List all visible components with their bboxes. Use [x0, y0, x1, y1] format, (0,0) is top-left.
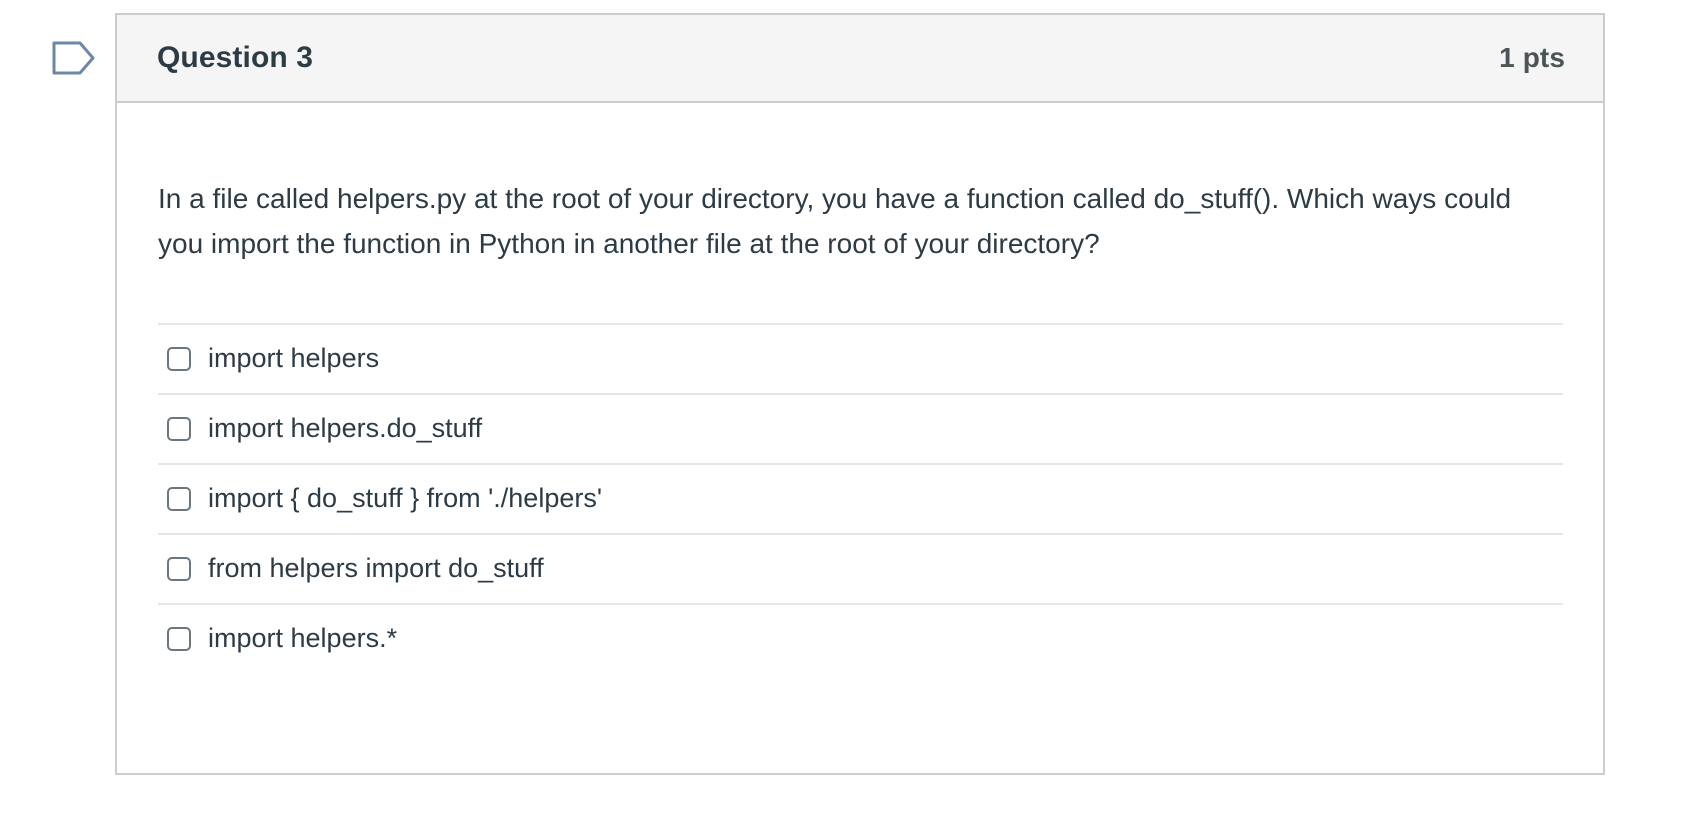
- flag-outline-icon: [52, 40, 96, 76]
- question-header: Question 3 1 pts: [117, 15, 1603, 103]
- question-points: 1 pts: [1499, 42, 1565, 73]
- answer-checkbox-2[interactable]: [167, 416, 191, 441]
- answer-checkbox-3[interactable]: [167, 486, 191, 511]
- answer-label-5: import helpers.*: [208, 623, 398, 654]
- answer-label-2: import helpers.do_stuff: [208, 413, 483, 444]
- answer-option-2[interactable]: import helpers.do_stuff: [158, 392, 1563, 463]
- answer-checkbox-5[interactable]: [167, 626, 191, 651]
- answer-label-1: import helpers: [208, 343, 380, 374]
- answer-option-4[interactable]: from helpers import do_stuff: [158, 532, 1563, 603]
- answer-label-4: from helpers import do_stuff: [208, 553, 544, 584]
- answer-option-5[interactable]: import helpers.*: [158, 602, 1563, 673]
- question-prompt-text: In a file called helpers.py at the root …: [158, 183, 1512, 259]
- answer-label-3: import { do_stuff } from './helpers': [208, 483, 603, 514]
- question-card: Question 3 1 pts In a file called helper…: [115, 13, 1605, 775]
- answer-option-1[interactable]: import helpers: [158, 322, 1563, 393]
- answer-option-3[interactable]: import { do_stuff } from './helpers': [158, 462, 1563, 533]
- question-body: In a file called helpers.py at the root …: [117, 103, 1603, 673]
- question-title: Question 3: [157, 41, 314, 74]
- answer-checkbox-1[interactable]: [167, 346, 191, 371]
- answer-options-list: import helpers import helpers.do_stuff i…: [117, 322, 1603, 673]
- answer-checkbox-4[interactable]: [167, 556, 191, 581]
